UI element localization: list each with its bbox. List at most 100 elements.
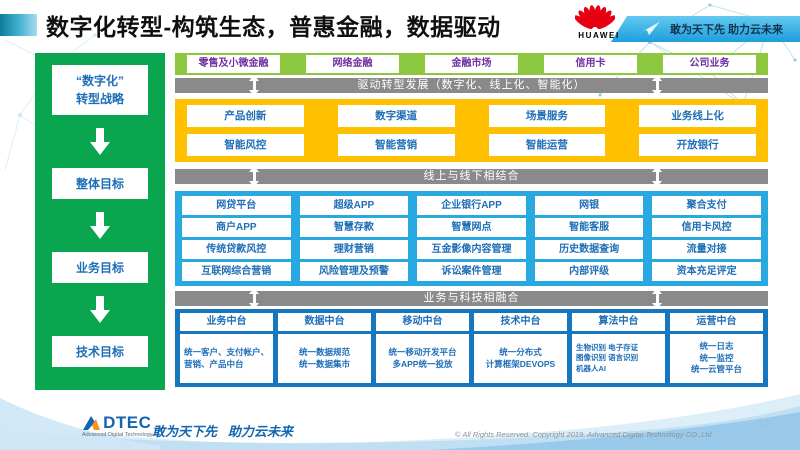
platform-title: 数据中台 xyxy=(278,313,371,331)
platform-line: 生物识别 电子存证 xyxy=(576,343,639,353)
sidebar-item-tech-goal: 技术目标 xyxy=(52,336,148,367)
page-number: 10 xyxy=(757,417,772,432)
apps-row: 传统贷款风控 理财营销 互金影像内容管理 历史数据查询 流量对接 xyxy=(182,240,761,259)
platform-title: 运营中台 xyxy=(670,313,763,331)
platform-line: 统一数据规范 xyxy=(298,347,350,358)
app-item: 互联网综合营销 xyxy=(182,262,291,281)
app-item: 聚合支付 xyxy=(652,196,761,215)
platform-line: 计算框架DEVOPS xyxy=(485,358,556,369)
paper-plane-icon xyxy=(638,21,660,36)
app-item: 信用卡风控 xyxy=(652,218,761,237)
banner-slogan-text: 敢为天下先 助力云未来 xyxy=(670,24,784,36)
app-item: 传统贷款风控 xyxy=(182,240,291,259)
transform-item: 开放银行 xyxy=(639,134,756,156)
business-line-item: 零售及小微金融 xyxy=(187,55,280,73)
app-item: 超级APP xyxy=(299,196,409,215)
updown-arrow-icon xyxy=(652,288,663,309)
business-line-item: 信用卡 xyxy=(544,55,637,73)
diagram-main: 零售及小微金融 网络金融 金融市场 信用卡 公司业务 驱动转型发展（数字化、线上… xyxy=(175,53,768,387)
app-item: 理财营销 xyxy=(299,240,409,259)
app-item: 互金影像内容管理 xyxy=(417,240,526,259)
business-line-item: 金融市场 xyxy=(425,55,518,73)
platform-content: 统一日志 统一监控 统一云管平台 xyxy=(670,334,763,383)
transform-row: 产品创新 数字渠道 场景服务 业务线上化 xyxy=(187,105,756,127)
band-online-offline: 线上与线下相结合 xyxy=(175,166,768,187)
band-drive-transform: 驱动转型发展（数字化、线上化、智能化） xyxy=(175,75,768,96)
footer-wave-graphic xyxy=(0,394,800,450)
band-business-tech: 业务与科技相融合 xyxy=(175,288,768,309)
platform-column-business: 业务中台 统一客户、支付帐户、营销、产品中台 xyxy=(180,313,273,383)
app-item: 历史数据查询 xyxy=(534,240,644,259)
adtec-logo: DTEC Advanced Digital Technology xyxy=(82,414,153,438)
updown-arrow-icon xyxy=(652,166,663,187)
business-lines-row: 零售及小微金融 网络金融 金融市场 信用卡 公司业务 xyxy=(175,53,768,75)
platform-line: 统一客户、支付帐户、营销、产品中台 xyxy=(184,347,270,369)
platform-content: 统一数据规范 统一数据集市 xyxy=(278,334,371,383)
platform-content: 统一分布式 计算框架DEVOPS xyxy=(474,334,567,383)
app-item: 资本充足评定 xyxy=(652,262,761,281)
transform-item: 场景服务 xyxy=(488,105,606,127)
adtec-logo-subtext: Advanced Digital Technology xyxy=(82,432,153,438)
business-line-item: 公司业务 xyxy=(663,55,756,73)
app-item: 风险管理及预警 xyxy=(299,262,409,281)
transform-item: 智能营销 xyxy=(337,134,455,156)
apps-row: 互联网综合营销 风险管理及预警 诉讼案件管理 内部评级 资本充足评定 xyxy=(182,262,761,281)
platform-line: 统一监控 xyxy=(699,352,734,363)
updown-arrow-icon xyxy=(249,288,260,309)
adtec-logo-icon xyxy=(83,416,101,430)
transform-item: 业务线上化 xyxy=(639,105,756,127)
platform-title: 技术中台 xyxy=(474,313,567,331)
platform-content: 生物识别 电子存证 图像识别 语言识别 机器人AI xyxy=(572,334,665,383)
app-item: 网贷平台 xyxy=(182,196,291,215)
strategy-sidebar: “数字化” 转型战略 整体目标 业务目标 技术目标 xyxy=(35,53,165,390)
platform-title: 算法中台 xyxy=(572,313,665,331)
platform-column-tech: 技术中台 统一分布式 计算框架DEVOPS xyxy=(474,313,567,383)
band-online-label: 线上与线下相结合 xyxy=(423,170,520,182)
platform-line: 统一分布式 xyxy=(499,347,542,358)
business-line-item: 网络金融 xyxy=(306,55,399,73)
platform-column-mobile: 移动中台 统一移动开发平台 多APP统一投放 xyxy=(376,313,469,383)
transform-item: 智能风控 xyxy=(187,134,304,156)
app-item: 智慧存款 xyxy=(299,218,409,237)
sidebar-item-business-goal: 业务目标 xyxy=(52,252,148,283)
platform-line: 统一云管平台 xyxy=(690,364,742,375)
apps-row: 网贷平台 超级APP 企业银行APP 网银 聚合支付 xyxy=(182,196,761,215)
transform-section: 产品创新 数字渠道 场景服务 业务线上化 智能风控 智能营销 智能运营 开放银行 xyxy=(175,99,768,162)
huawei-logo: HUAWEI xyxy=(575,4,623,40)
down-arrow-icon xyxy=(90,296,110,323)
footer-slogan: 敢为天下先 助力云未来 xyxy=(152,424,293,439)
transform-item: 智能运营 xyxy=(488,134,606,156)
sidebar-item-digital-strategy: “数字化” 转型战略 xyxy=(52,65,148,115)
page-title: 数字化转型-构筑生态，普惠金融，数据驱动 xyxy=(46,14,501,40)
platform-line: 多APP统一投放 xyxy=(392,358,453,369)
transform-item: 产品创新 xyxy=(187,105,304,127)
platform-line: 图像识别 语言识别 xyxy=(576,353,639,363)
header-slogan-banner: 敢为天下先 助力云未来 xyxy=(611,16,800,42)
platform-line: 机器人AI xyxy=(576,363,606,373)
copyright-text: © All Rights Reserved. Copyright 2019, A… xyxy=(455,430,712,439)
updown-arrow-icon xyxy=(249,75,260,96)
app-item: 智慧网点 xyxy=(417,218,526,237)
transform-row: 智能风控 智能营销 智能运营 开放银行 xyxy=(187,134,756,156)
platform-content: 统一客户、支付帐户、营销、产品中台 xyxy=(180,334,273,383)
title-accent-bar xyxy=(0,14,37,36)
band-fuse-label: 业务与科技相融合 xyxy=(423,292,520,304)
platform-line: 统一数据集市 xyxy=(298,358,350,369)
platform-column-algorithm: 算法中台 生物识别 电子存证 图像识别 语言识别 机器人AI xyxy=(572,313,665,383)
band-drive-label: 驱动转型发展（数字化、线上化、智能化） xyxy=(357,79,586,91)
sidebar-item-overall-goal: 整体目标 xyxy=(52,168,148,199)
updown-arrow-icon xyxy=(652,75,663,96)
platform-line: 统一移动开发平台 xyxy=(388,347,457,358)
app-item: 流量对接 xyxy=(652,240,761,259)
platform-column-operation: 运营中台 统一日志 统一监控 统一云管平台 xyxy=(670,313,763,383)
updown-arrow-icon xyxy=(249,166,260,187)
apps-section: 网贷平台 超级APP 企业银行APP 网银 聚合支付 商户APP 智慧存款 智慧… xyxy=(175,191,768,286)
platform-content: 统一移动开发平台 多APP统一投放 xyxy=(376,334,469,383)
huawei-logo-text: HUAWEI xyxy=(578,31,620,40)
transform-item: 数字渠道 xyxy=(337,105,455,127)
app-item: 网银 xyxy=(534,196,644,215)
platform-line: 统一日志 xyxy=(699,341,734,352)
down-arrow-icon xyxy=(90,212,110,239)
app-item: 企业银行APP xyxy=(417,196,526,215)
platform-title: 业务中台 xyxy=(180,313,273,331)
